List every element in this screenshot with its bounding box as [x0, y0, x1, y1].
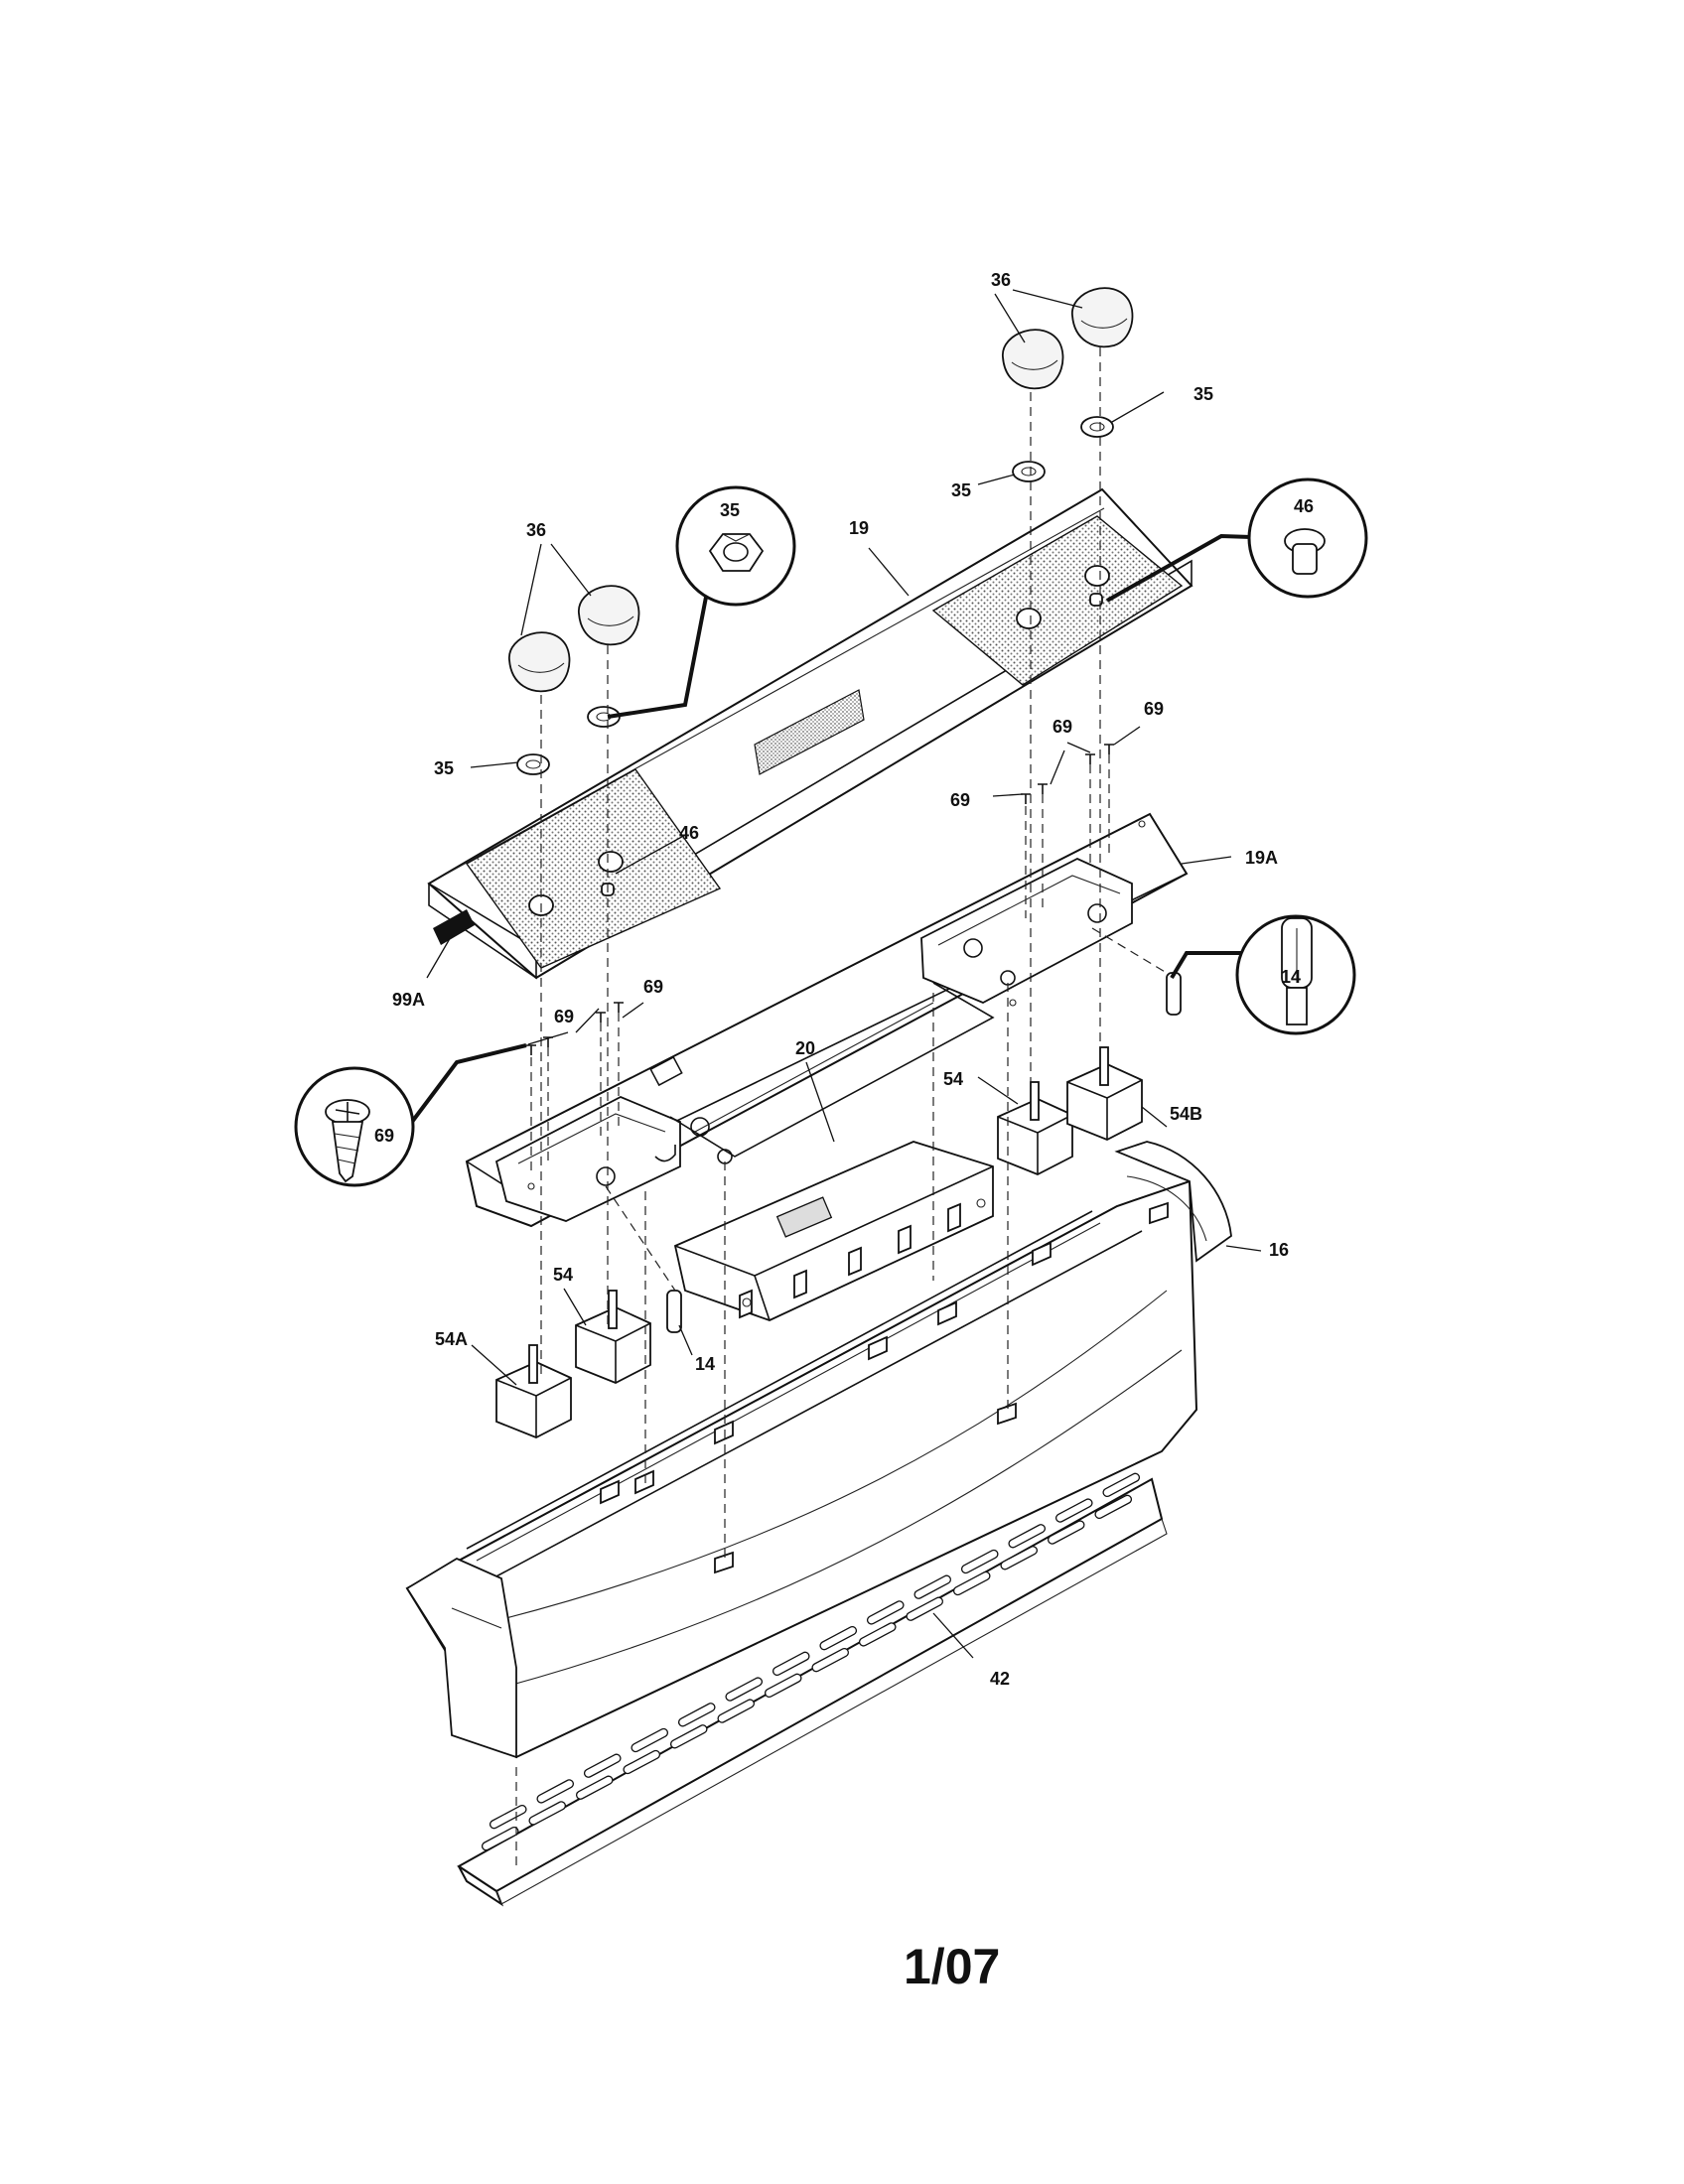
callout-54: 54: [553, 1265, 573, 1285]
grille-slot: [725, 1677, 764, 1702]
grille-slots: [481, 1472, 1141, 1851]
callout-16: 16: [1269, 1240, 1289, 1260]
callout-35: 35: [434, 758, 454, 778]
switches-54: [495, 1046, 1143, 1438]
grille-slot: [1047, 1520, 1085, 1545]
callout-54a: 54A: [435, 1329, 468, 1349]
grille-slot: [1102, 1472, 1141, 1498]
callout-labels: 36 35 35 19 46 69 69 69 19A 14 54 54B 36…: [374, 270, 1314, 1689]
callout-69: 69: [374, 1126, 394, 1146]
callout-69: 69: [1144, 699, 1164, 719]
screws-69: [526, 744, 1114, 1055]
page-footer: 1/07: [904, 1939, 1000, 1994]
grille-slot: [489, 1804, 527, 1830]
grille-slot: [481, 1826, 519, 1851]
grille-slot: [906, 1596, 944, 1621]
callout-46: 46: [679, 823, 699, 843]
nuts-35: [516, 416, 1114, 775]
callout-54b: 54B: [1170, 1104, 1202, 1124]
grille-slot: [811, 1647, 850, 1673]
detail-circle-14: [1235, 914, 1356, 1035]
callout-99a: 99A: [392, 990, 425, 1010]
grille-slot: [866, 1600, 905, 1625]
grille-slot: [913, 1574, 952, 1599]
detail-circle-35: [675, 485, 796, 607]
grille-slot: [717, 1699, 756, 1723]
control-board-20: [673, 1141, 994, 1321]
callout-69: 69: [554, 1007, 574, 1026]
callout-35: 35: [720, 500, 740, 520]
callout-35: 35: [1193, 384, 1213, 404]
grille-slot: [1008, 1524, 1047, 1549]
grille-slot: [819, 1625, 858, 1651]
callout-36: 36: [991, 270, 1011, 290]
callout-46: 46: [1294, 496, 1314, 516]
leader-lines: [410, 289, 1262, 1659]
grille-slot: [631, 1727, 669, 1753]
callout-14: 14: [1281, 967, 1301, 987]
detail-circle-69: [294, 1066, 415, 1187]
callout-35: 35: [951, 480, 971, 500]
grille-slot: [772, 1651, 810, 1677]
grille-slot: [528, 1801, 567, 1826]
vent-grille-42: [457, 1477, 1168, 1907]
alignment-lines: [515, 347, 1168, 1866]
callout-69: 69: [1052, 717, 1072, 737]
mounting-bracket-19a: [465, 812, 1189, 1228]
callout-19a: 19A: [1245, 848, 1278, 868]
knobs-36: [508, 287, 1134, 693]
grille-slot: [536, 1779, 575, 1804]
grille-slot: [1000, 1546, 1039, 1570]
lamps-14: [666, 972, 1182, 1333]
detail-circle-46: [1247, 478, 1368, 599]
callout-54: 54: [943, 1069, 963, 1089]
callout-69: 69: [643, 977, 663, 997]
grille-slot: [623, 1749, 661, 1775]
grille-slot: [960, 1549, 999, 1574]
grille-slot: [575, 1775, 614, 1800]
callout-36: 36: [526, 520, 546, 540]
grille-slot: [583, 1753, 622, 1778]
grille-slot: [858, 1622, 897, 1647]
callout-19: 19: [849, 518, 869, 538]
grille-slot: [952, 1570, 991, 1596]
callout-20: 20: [795, 1038, 815, 1058]
grille-slot: [1094, 1494, 1133, 1520]
grille-slot: [1054, 1498, 1093, 1523]
grille-slot: [677, 1703, 716, 1727]
callout-14: 14: [695, 1354, 715, 1374]
console-body-16: [405, 1141, 1232, 1759]
callout-69: 69: [950, 790, 970, 810]
control-panel-19: [427, 487, 1193, 980]
grille-slot: [764, 1673, 802, 1699]
callout-42: 42: [990, 1669, 1010, 1689]
grille-slot: [669, 1724, 708, 1749]
